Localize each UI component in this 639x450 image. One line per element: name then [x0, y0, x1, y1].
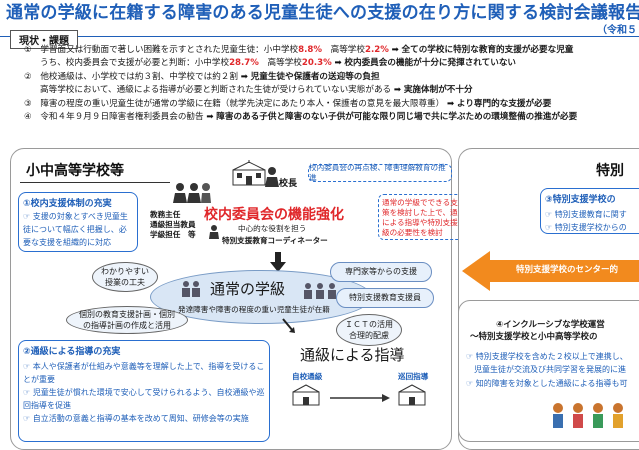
- inclusive-item-2: 児童生徒が交流及び共同学習を発展的に進: [474, 365, 626, 374]
- recheck-note: 校内委員会の再点検、障害理解教育の推進: [308, 163, 452, 182]
- school-icon: [232, 160, 266, 190]
- self-tsukyu-label: 自校通級: [292, 372, 323, 381]
- regular-class-title: 通常の学級: [210, 280, 286, 298]
- regular-class-sub: 発達障害や障害の程度の重い児童生徒が在籍: [178, 305, 330, 314]
- inclusive-title: ④インクルーシブな学校運営: [496, 320, 605, 330]
- issue-row-3: ③ 障害の程度の重い児童生徒が通常の学級に在籍（就学先決定にあたり本人・保護者の…: [24, 99, 552, 109]
- page-subtitle: （令和５: [597, 25, 637, 36]
- section-special-school: ③特別支援学校の ☞ 特別支援教育に関す ☞ 特別支援学校からの: [540, 188, 639, 234]
- coordinator-label: 特別支援教育コーディネーター: [222, 236, 328, 245]
- section-special-school-title: ③特別支援学校の: [545, 195, 616, 205]
- title-rule: [0, 36, 639, 37]
- orange-arrow-icon: [462, 251, 639, 291]
- heading-rule: [20, 182, 170, 183]
- principal-label: 校長: [279, 179, 298, 189]
- special-item-1: ☞ 特別支援教育に関す: [545, 210, 627, 219]
- tsukyu-title: 通級による指導: [300, 346, 405, 364]
- student-icon: [180, 280, 202, 302]
- inclusive-item-1: ☞ 特別支援学校を含めた２校以上で連携し、: [466, 352, 628, 361]
- inclusive-item-3: ☞ 知的障害を対象とした通級による指導も可: [466, 379, 628, 388]
- oval-easy-lessons: わかりやすい 授業の工夫: [92, 262, 158, 292]
- section-label-issues: 現状・課題: [10, 30, 78, 49]
- panel-schools-heading: 小中高等学校等: [26, 163, 124, 179]
- teachers-icon: [172, 182, 212, 208]
- principal-icon: [264, 166, 280, 192]
- committee-title: 校内委員会の機能強化: [204, 207, 344, 223]
- oval-plans: 個別の教育支援計画・個別 の指導計画の作成と活用: [66, 306, 188, 334]
- visit-school-icon: [398, 384, 426, 410]
- issue-row-1: ① 学習面又は行動面で著しい困難を示すとされた児童生徒：小中学校8.8% 高等学…: [24, 45, 574, 55]
- coordinator-icon: [208, 224, 220, 244]
- issue-row-2b: 高等学校において、通級による指導が必要と判断された生徒が受けられていない実態があ…: [40, 85, 473, 95]
- students-icon: [302, 282, 342, 304]
- pill-assistant: 特別支援教育支援員: [336, 288, 434, 308]
- staff-label: 教務主任 通級担当教員 学級担任 等: [150, 210, 196, 239]
- coordinator-note: 中心的な役割を担う: [238, 224, 307, 233]
- self-school-icon: [292, 384, 320, 410]
- oval-ict: ＩＣＴの活用 合理的配慮: [336, 314, 402, 346]
- tsukyu-item-3: ☞ 自立活動の意義と指導の基本を改めて周知、研修会等の実施: [23, 414, 249, 423]
- down-arrow-icon: [268, 252, 288, 276]
- section-tsukyu-title: ②通級による指導の充実: [23, 347, 121, 357]
- issue-row-4: ④ 令和４年９月９日障害者権利委員会の勧告 ➡ 障害のある子供と障害のない子供が…: [24, 112, 578, 122]
- section-support-system: ①校内支援体制の充実 ☞ 支援の対象とすべき児童生徒について幅広く把握し、必要な…: [18, 192, 138, 252]
- right-arrow-icon: [330, 388, 390, 407]
- special-item-2: ☞ 特別支援学校からの: [545, 223, 627, 232]
- diagonal-arrow-icon: [282, 318, 295, 333]
- tsukyu-item-2: ☞ 児童生徒が慣れた環境で安心して受けられるよう、自校通級や巡回指導を促進: [23, 388, 265, 410]
- tsukyu-item-1: ☞ 本人や保護者が仕組みや意義等を理解した上で、指導を受けることが重要: [23, 362, 265, 384]
- section-support-system-item: ☞ 支援の対象とすべき児童生徒について幅広く把握し、必要な支援を組織的に対応: [23, 212, 128, 247]
- section-tsukyu: ②通級による指導の充実 ☞ 本人や保護者が仕組みや意義等を理解した上で、指導を受…: [18, 340, 270, 442]
- section-support-system-title: ①校内支援体制の充実: [23, 199, 112, 209]
- pill-expert-support: 専門家等からの支援: [330, 262, 432, 282]
- panel-special-heading: 特別: [596, 163, 624, 179]
- visit-tsukyu-label: 巡回指導: [398, 372, 429, 381]
- children-icon: [548, 400, 638, 434]
- issue-row-2: ② 他校通級は、小学校では約３割、中学校では約２割 ➡ 児童生徒や保護者の送迎等…: [24, 72, 380, 82]
- issue-row-1b: うち、校内委員会で支援が必要と判断：小中学校28.7% 高等学校20.3% ➡ …: [40, 58, 517, 68]
- page-title: 通常の学級に在籍する障害のある児童生徒への支援の在り方に関する検討会議報告: [6, 3, 639, 23]
- inclusive-subtitle: ～特別支援学校と小中高等学校の: [470, 332, 598, 342]
- center-function-label: 特別支援学校のセンター的: [516, 265, 619, 275]
- section-inclusive: [458, 300, 639, 442]
